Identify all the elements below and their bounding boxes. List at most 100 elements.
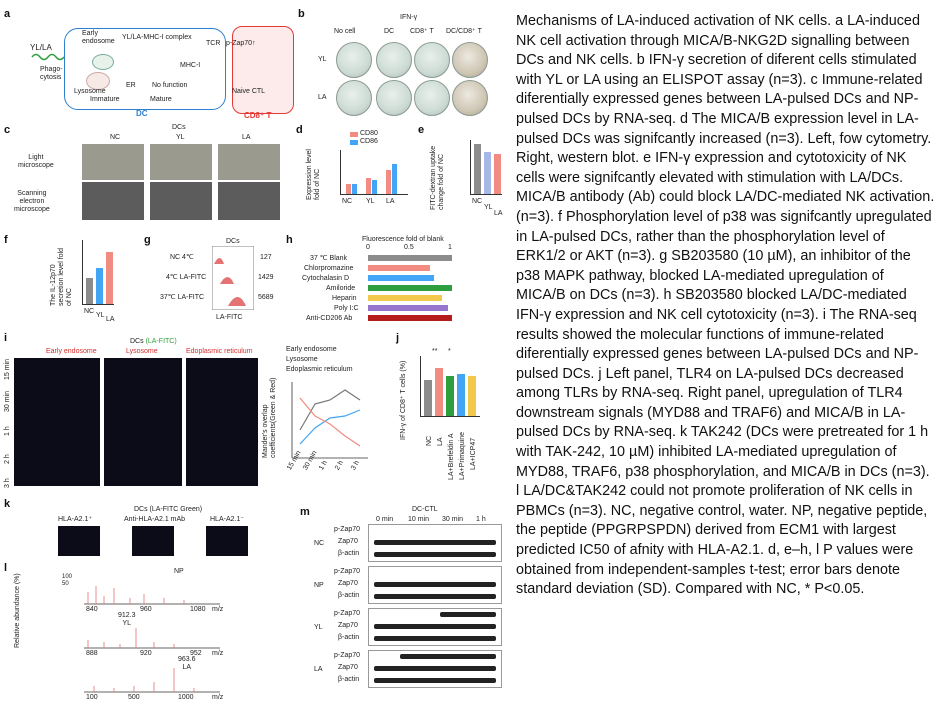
- m-blot: [368, 608, 502, 646]
- d-ylabel: Expression level fold of NC: [306, 149, 321, 200]
- l-tick: 500: [128, 694, 140, 701]
- b-col-0: No cell: [334, 28, 356, 35]
- a-dc-label: DC: [136, 109, 148, 118]
- m-title: DC-CTL: [412, 506, 438, 513]
- h-bar: [368, 255, 452, 261]
- c-title: DCs: [172, 124, 186, 131]
- panel-j-label: j: [396, 332, 400, 344]
- figure-caption: Mechanisms of LA-induced activation of N…: [516, 13, 935, 598]
- d-axis: [340, 194, 408, 195]
- panel-e-label: e: [418, 124, 425, 136]
- j-bar: [468, 376, 476, 416]
- h-row-6: Anti-CD206 Ab: [306, 315, 353, 322]
- m-band: [400, 654, 496, 659]
- j-bar: [457, 374, 465, 416]
- l-tick: 840: [86, 606, 98, 613]
- a-phagocytosis: Phago- cytosis: [40, 66, 63, 81]
- a-immature: Immature: [90, 96, 120, 103]
- m-band: [374, 636, 496, 641]
- m-band-label: p-Zap70: [334, 610, 361, 617]
- i-row-3: 2 h: [4, 454, 11, 464]
- m-blot: [368, 566, 502, 604]
- b-well: [414, 80, 450, 116]
- dc-cell-outline: [64, 28, 226, 110]
- a-early-endosome: Early endosome: [82, 30, 115, 45]
- i-legend-0: Early endosome: [286, 346, 337, 353]
- c-col-2: LA: [242, 134, 251, 141]
- g-val-2: 5689: [258, 294, 274, 301]
- k-image: [58, 526, 100, 556]
- g-row-1: 4℃ LA-FITC: [166, 274, 207, 281]
- l-tick: 1000: [178, 694, 194, 701]
- i-row-0: 15 min: [4, 358, 11, 380]
- a-tcr: TCR: [206, 40, 221, 47]
- l-ytick: 100 50: [62, 574, 73, 587]
- k-col-2: HLA-A2.1⁻: [210, 516, 245, 523]
- j-cat-1: LA: [437, 437, 444, 446]
- i-xtick-3: 2 h: [334, 459, 345, 472]
- c-row-0: Light microscope: [18, 154, 54, 169]
- m-band-label: Zap70: [338, 580, 358, 587]
- d-bar: [386, 170, 391, 194]
- b-row-0: YL: [318, 56, 327, 63]
- b-well: [336, 80, 372, 116]
- b-well: [452, 80, 488, 116]
- i-image-grid: [186, 358, 258, 486]
- c-sem-image: [150, 182, 212, 220]
- l-spectra: [84, 586, 220, 693]
- j-sig-1: *: [448, 348, 451, 355]
- i-row-4: 3 h: [4, 478, 11, 488]
- m-band: [374, 582, 496, 587]
- d-cat-1: YL: [366, 198, 375, 205]
- m-time-1: 10 min: [408, 516, 430, 523]
- h-bar: [368, 305, 448, 311]
- m-time-2: 30 min: [442, 516, 464, 523]
- l-spectrum-name: 963.6 LA: [178, 656, 196, 671]
- i-line-chart: [291, 382, 368, 459]
- f-cat-0: NC: [84, 308, 95, 315]
- l-unit: m/z: [212, 606, 224, 613]
- d-legend-0: CD80: [360, 130, 378, 137]
- c-light-image: [82, 144, 144, 180]
- d-bar: [352, 184, 357, 194]
- h-row-2: Cytochalasin D: [302, 275, 350, 282]
- i-col-2: Edoplasmic reticulum: [186, 348, 253, 355]
- d-legend-1: CD86: [360, 138, 378, 145]
- l-tick: 920: [140, 650, 152, 657]
- d-legend-swatch: [350, 132, 358, 137]
- i-ylabel: Mander's overlap coefficients(Green & Re…: [262, 377, 277, 458]
- m-band: [374, 678, 496, 683]
- d-bar: [366, 178, 371, 194]
- j-sig-0: **: [432, 348, 438, 355]
- h-row-4: Heparin: [332, 295, 357, 302]
- g-xlabel: LA-FITC: [216, 314, 243, 321]
- e-cat-1: YL: [484, 204, 493, 211]
- panel-k-label: k: [4, 498, 11, 510]
- l-ylabel: Relative abundance (%): [14, 573, 21, 648]
- a-pzap: p-Zap70↑: [226, 40, 256, 47]
- i-xtick-2: 1 h: [318, 459, 329, 472]
- m-blot: [368, 650, 502, 688]
- panel-f-label: f: [4, 234, 8, 246]
- h-tick-1: 0.5: [404, 244, 414, 251]
- h-bar: [368, 285, 452, 291]
- h-row-5: Poly I:C: [334, 305, 359, 312]
- c-sem-image: [82, 182, 144, 220]
- l-spectrum-name: NP: [174, 568, 184, 575]
- h-bar: [368, 275, 434, 281]
- m-band: [374, 594, 496, 599]
- i-title-prefix: DCs: [130, 338, 146, 345]
- i-row-1: 30 min: [4, 390, 11, 412]
- a-complex: YL/LA-MHC-I complex: [122, 34, 192, 41]
- j-cat-0: NC: [426, 435, 433, 446]
- panel-h-label: h: [286, 234, 293, 246]
- b-well: [376, 42, 412, 78]
- c-row-1: Scanning electron microscope: [14, 190, 50, 213]
- l-spectrum-name: 912.3 YL: [118, 612, 136, 627]
- h-bar: [368, 315, 452, 321]
- m-band: [374, 540, 496, 545]
- l-tick: 952: [190, 650, 202, 657]
- b-col-2: CD8⁺ T: [410, 28, 434, 35]
- f-bar: [106, 252, 113, 304]
- m-band-label: p-Zap70: [334, 526, 361, 533]
